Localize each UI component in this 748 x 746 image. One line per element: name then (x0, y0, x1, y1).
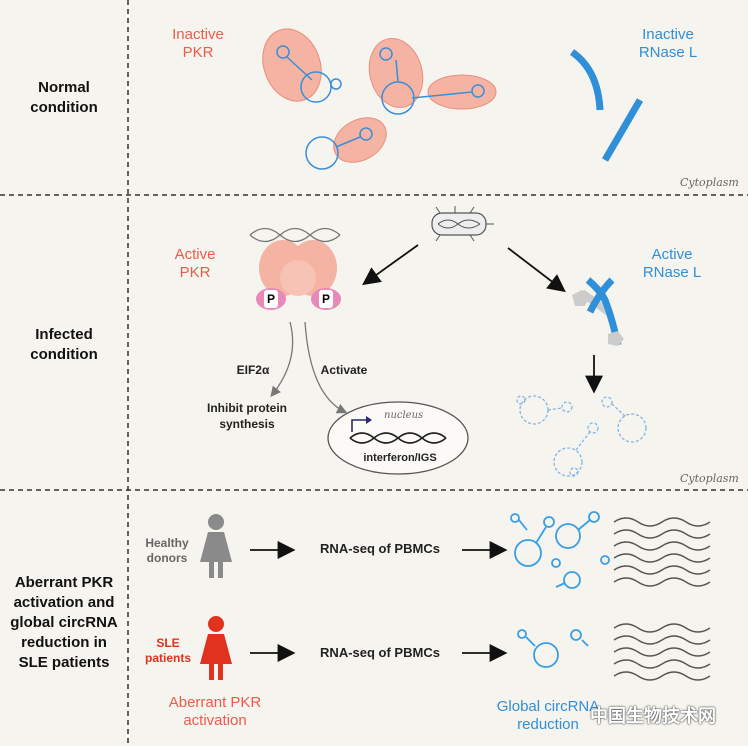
active-rnase-label: Active RNase L (642, 246, 702, 281)
sle-patients-label: SLE patients (144, 636, 191, 665)
healthy-donors-label: Healthy donors (145, 536, 189, 565)
dna-helix-icon (349, 432, 447, 444)
global-reduction-label: Global circRNA reduction (496, 698, 600, 733)
virus-icon (431, 206, 494, 242)
sle-patient-icon (200, 616, 232, 680)
rnaseq-sle-label: RNA-seq of PBMCs (320, 645, 440, 660)
circrna-sle (517, 629, 589, 668)
healthy-donor-icon (200, 514, 232, 578)
inactive-pkr-molecule (262, 28, 342, 103)
rna-waves-sle (613, 623, 711, 681)
circrna-healthy (510, 511, 610, 589)
active-rnase-molecule (572, 277, 624, 346)
cytoplasm-label: Cytoplasm (680, 472, 739, 485)
inactive-rnase-label: Inactive RNase L (638, 26, 698, 61)
phospho-label: P (319, 290, 333, 308)
inactive-pkr-label: Inactive PKR (172, 26, 224, 61)
phospho-label: P (264, 290, 278, 308)
degraded-circrna (516, 395, 647, 477)
interferon-label: interferon/IGS (363, 452, 437, 464)
section-label-sle: Aberrant PKR activation and global circR… (10, 574, 118, 671)
arrow-activate (304, 321, 348, 414)
inactive-pkr-molecule (411, 74, 497, 110)
inactive-rnase-molecule (601, 98, 644, 162)
aberrant-pkr-label: Aberrant PKR activation (168, 694, 262, 729)
activate-label: Activate (320, 363, 368, 377)
active-pkr-molecule (259, 240, 337, 296)
watermark: 中国生物技术网 (590, 706, 716, 726)
section-label-normal: Normal condition (30, 79, 98, 116)
inactive-pkr-molecule (368, 38, 424, 115)
arrow-eif2a (270, 321, 294, 398)
rna-waves-healthy (613, 517, 711, 587)
arrow-to-pkr (362, 244, 419, 286)
inactive-rnase-molecule (569, 49, 604, 111)
rnaseq-healthy-label: RNA-seq of PBMCs (320, 541, 440, 556)
cytoplasm-label: Cytoplasm (680, 176, 739, 189)
arrow-to-rnase (507, 247, 566, 293)
inhibit-label: Inhibit protein synthesis (207, 401, 287, 431)
active-pkr-label: Active PKR (174, 246, 216, 281)
section-label-infected: Infected condition (30, 326, 98, 363)
promoter-arrow-icon (351, 419, 368, 432)
nucleus-label: nucleus (384, 410, 424, 421)
dsrna-helix-icon (249, 227, 341, 243)
inactive-pkr-molecule (305, 117, 387, 170)
eif2a-label: EIF2α (236, 363, 270, 377)
